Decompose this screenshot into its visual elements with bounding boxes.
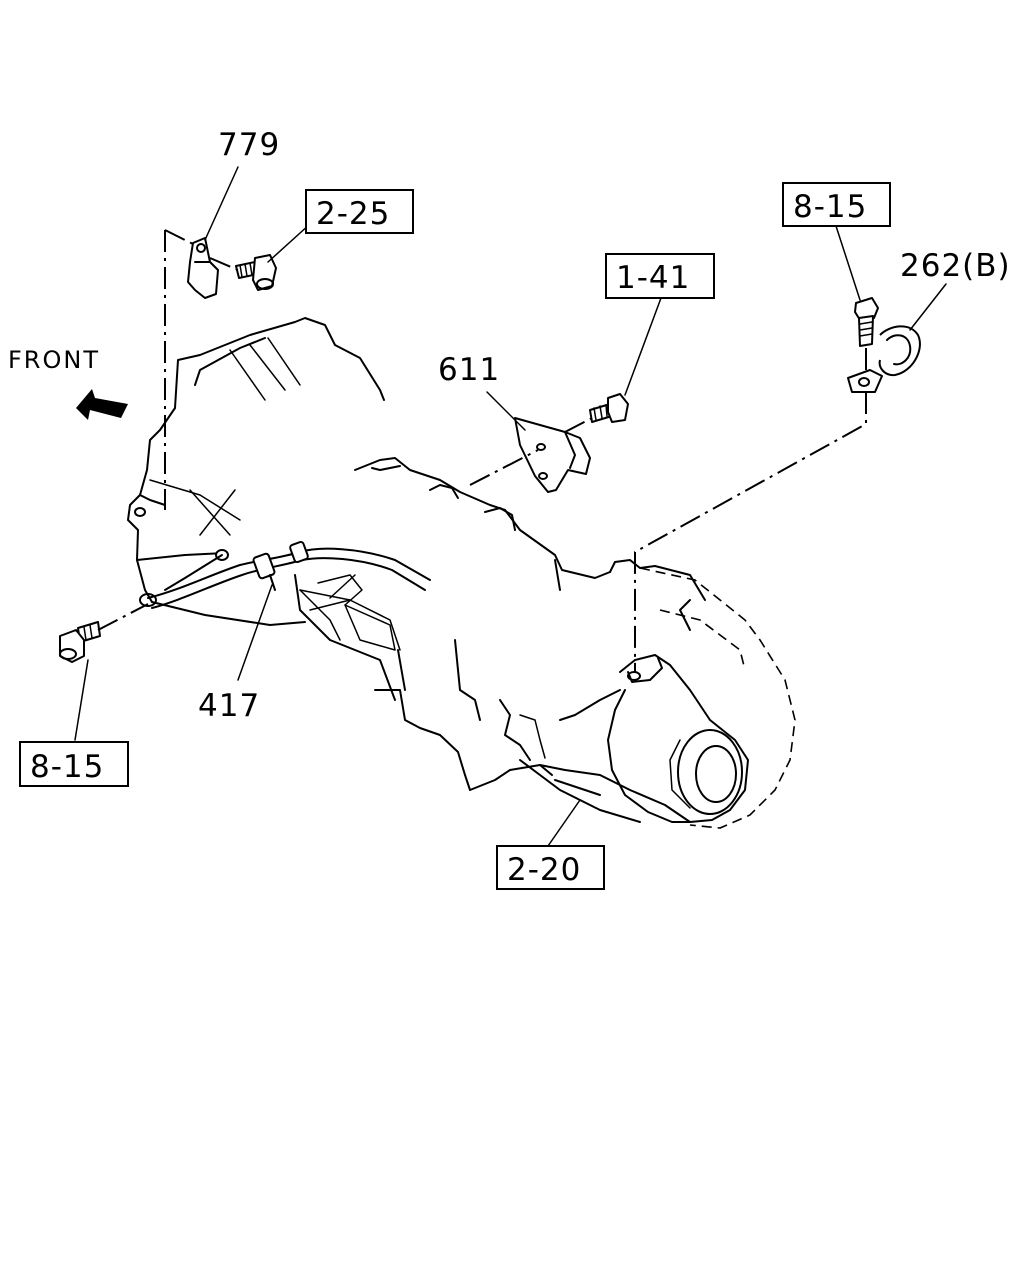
bolt-2-25 (235, 254, 277, 291)
ref-box-8-15-top (782, 182, 891, 227)
bracket-779 (187, 237, 219, 299)
transmission-assembly (127, 317, 796, 829)
callout-2-25[interactable]: 2-25 (316, 196, 390, 232)
ref-box-2-20 (496, 845, 605, 890)
bracket-611 (514, 417, 591, 493)
bolt-8-15-left (59, 621, 101, 663)
leader-lines (74, 166, 947, 847)
bolt-1-41 (589, 393, 629, 423)
bolt-8-15-top (854, 297, 879, 347)
front-label: FRONT (8, 346, 100, 374)
callout-8-15-left[interactable]: 8-15 (30, 749, 104, 785)
callout-611: 611 (438, 352, 500, 388)
callout-417: 417 (198, 688, 260, 724)
callout-2-20[interactable]: 2-20 (507, 852, 581, 888)
ref-box-8-15-left (19, 741, 129, 787)
callout-262b: 262(B) (900, 248, 1011, 284)
callout-1-41[interactable]: 1-41 (616, 260, 690, 296)
breather-hose-417 (147, 540, 431, 609)
clip-262b (847, 325, 921, 393)
front-arrow-icon (76, 389, 128, 420)
ref-box-2-25 (305, 189, 414, 234)
callout-779: 779 (218, 127, 280, 163)
callouts: 779 2-25 1-41 611 8-15 262(B) 417 8-15 2… (19, 127, 1011, 890)
ref-box-1-41 (605, 253, 715, 299)
callout-8-15-top[interactable]: 8-15 (793, 189, 867, 225)
assembly-guide-lines (97, 229, 867, 672)
